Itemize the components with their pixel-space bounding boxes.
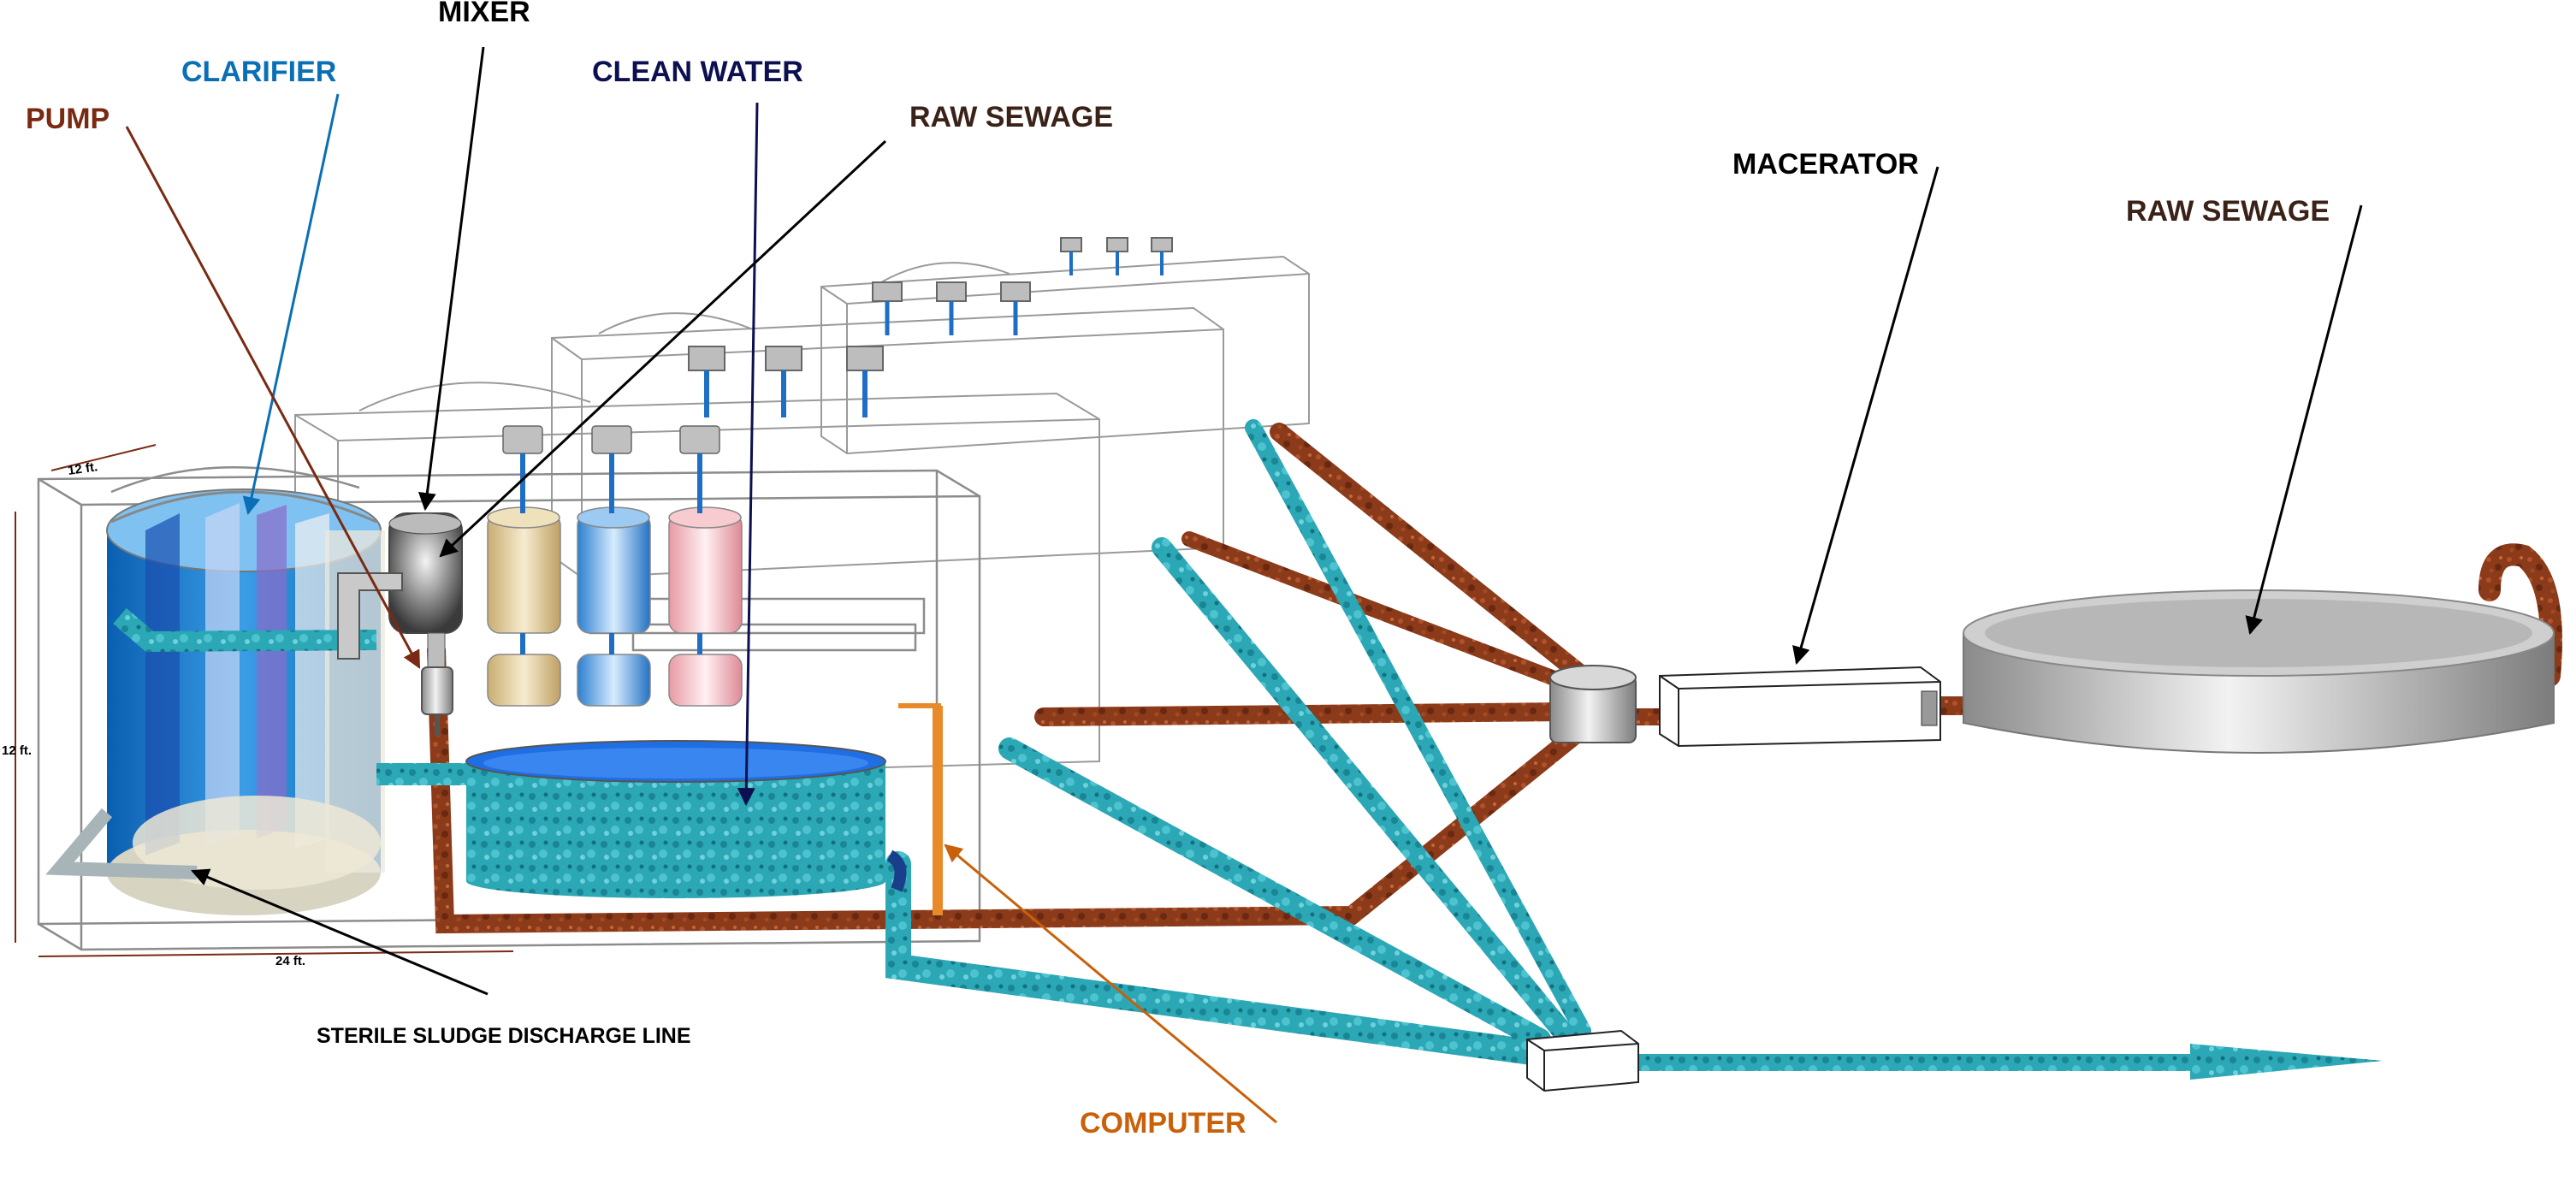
- dimension-height-side: 12 ft.: [2, 743, 32, 758]
- label-mixer: MIXER: [438, 0, 530, 28]
- chemical-cylinders: [487, 506, 743, 707]
- label-pump: PUMP: [26, 103, 110, 135]
- chemical-feed-lines: [502, 425, 720, 654]
- dimension-width-top: 12 ft.: [67, 459, 98, 478]
- label-clarifier: CLARIFIER: [181, 56, 336, 88]
- clean-water-outflow-arrow: [1634, 1044, 2383, 1080]
- pump-unit: [421, 666, 453, 736]
- label-raw-sewage-upper: RAW SEWAGE: [909, 101, 1113, 133]
- clean-water-pipes: [885, 419, 1591, 1065]
- leader-arrows: [125, 46, 2363, 1124]
- dimension-lines: [15, 444, 514, 957]
- label-macerator: MACERATOR: [1732, 148, 1919, 181]
- label-sterile-sludge-line: STERILE SLUDGE DISCHARGE LINE: [317, 1024, 691, 1048]
- computer-signal-line: [898, 703, 943, 915]
- clean-water-basin: [465, 740, 907, 898]
- label-clean-water: CLEAN WATER: [592, 56, 803, 88]
- module-3: [551, 281, 1224, 579]
- computer-box: [1526, 1029, 1639, 1092]
- macerator-unit: [1659, 666, 1941, 748]
- label-computer: COMPUTER: [1080, 1107, 1247, 1140]
- raw-sewage-tank: [1963, 589, 2555, 754]
- dimension-length-bottom: 24 ft.: [275, 954, 305, 968]
- module-4-back: [820, 237, 1310, 455]
- clarifier-tank: [45, 488, 479, 915]
- label-raw-sewage-tank: RAW SEWAGE: [2126, 195, 2330, 228]
- junction-pump: [1549, 665, 1637, 743]
